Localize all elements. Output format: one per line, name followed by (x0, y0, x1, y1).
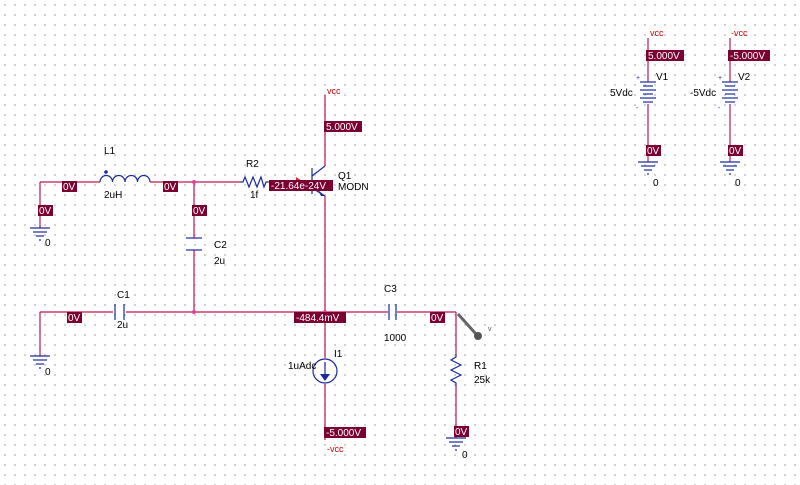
voltage-probe[interactable]: v (456, 312, 492, 340)
svg-text:0V: 0V (193, 206, 206, 217)
svg-text:0V: 0V (68, 313, 81, 324)
svg-text:-5.000V: -5.000V (730, 51, 765, 62)
ground-v1[interactable] (638, 161, 658, 175)
minus-sign-icon: - (718, 105, 721, 112)
bias-v2-bottom[interactable]: 0V (728, 145, 743, 157)
svg-text:0V: 0V (455, 427, 468, 438)
ground-label: 0 (45, 367, 51, 378)
plus-sign-icon: + (718, 75, 722, 82)
bias-emitter[interactable]: -484.4mV (294, 312, 346, 324)
c2-value: 2u (214, 256, 225, 267)
resistor-zigzag-icon (449, 354, 463, 386)
current-source-i1[interactable]: I1 1uAdc (288, 349, 343, 384)
svg-text:0V: 0V (63, 182, 76, 193)
bias-v2-top[interactable]: -5.000V (728, 50, 770, 62)
r1-ref: R1 (474, 361, 487, 372)
svg-text:0V: 0V (431, 313, 444, 324)
bias-l1-right[interactable]: 0V (163, 181, 178, 193)
svg-text:-5.000V: -5.000V (326, 428, 361, 439)
ground-label: 0 (653, 178, 659, 189)
svg-text:0V: 0V (647, 146, 660, 157)
bias-c1-left[interactable]: 0V (67, 312, 82, 324)
bias-l1-left[interactable]: 0V (62, 181, 77, 193)
r2-value: 1f (250, 190, 259, 201)
c1-value: 2u (117, 320, 128, 331)
ground-label: 0 (735, 178, 741, 189)
v2-ref: V2 (738, 72, 751, 83)
net-label-vee: -vcc (327, 444, 344, 454)
inductor-l1[interactable]: L1 2uH (99, 146, 151, 201)
current-arrow-head-icon (320, 374, 330, 381)
c3-value: 1000 (384, 333, 407, 344)
c2-ref: C2 (214, 240, 227, 251)
net-label-vcc: vcc (650, 28, 664, 38)
svg-text:5.000V: 5.000V (648, 51, 680, 62)
v1-ref: V1 (656, 72, 669, 83)
capacitor-c3[interactable]: C3 1000 (384, 284, 407, 344)
voltage-source-v1[interactable]: + - V1 5Vdc (610, 72, 669, 112)
emitter-arrow-icon (318, 190, 325, 196)
svg-text:-21.64e-24V: -21.64e-24V (271, 181, 326, 192)
ground-left-top[interactable] (30, 227, 50, 241)
q1-model: MODN (338, 182, 369, 193)
ground-label: 0 (462, 450, 468, 461)
resistor-r1[interactable]: R1 25k (449, 354, 491, 386)
v1-value: 5Vdc (610, 88, 633, 99)
r2-ref: R2 (246, 159, 259, 170)
l1-ref: L1 (104, 146, 116, 157)
svg-text:5.000V: 5.000V (326, 122, 358, 133)
polarity-dot-icon (104, 170, 108, 174)
ground-v2[interactable] (720, 161, 740, 175)
bias-c2-top[interactable]: 0V (192, 205, 207, 217)
minus-sign-icon: - (636, 105, 639, 112)
c1-ref: C1 (117, 290, 130, 301)
q1-ref: Q1 (338, 171, 352, 182)
ground-label: 0 (45, 238, 51, 249)
i1-value: 1uAdc (288, 361, 316, 372)
c3-ref: C3 (384, 284, 397, 295)
bias-vcc-top[interactable]: 5.000V (324, 121, 362, 133)
probe-stick-icon (456, 312, 478, 336)
bias-v1-bottom[interactable]: 0V (646, 145, 661, 157)
junction-c2-emitter (192, 310, 196, 314)
svg-text:0V: 0V (729, 146, 742, 157)
probe-label: v (488, 326, 492, 333)
net-label-vcc: vcc (327, 86, 341, 96)
i1-ref: I1 (334, 349, 343, 360)
bias-c3-right[interactable]: 0V (430, 312, 445, 324)
net-label-vee: -vcc (731, 28, 748, 38)
probe-tip-icon (474, 332, 482, 340)
bias-r1-bottom[interactable]: 0V (454, 426, 469, 438)
ground-r1[interactable] (446, 437, 466, 451)
capacitor-c2[interactable]: C2 2u (186, 237, 227, 267)
bias-v1-top[interactable]: 5.000V (646, 50, 684, 62)
bias-gnd-left[interactable]: 0V (38, 205, 53, 217)
svg-text:0V: 0V (164, 182, 177, 193)
ground-left-bottom[interactable] (30, 355, 50, 369)
resistor-r2[interactable]: R2 1f (240, 159, 268, 201)
plus-sign-icon: + (636, 75, 640, 82)
inductor-coil-icon (99, 174, 151, 183)
resistor-zigzag-icon (240, 175, 268, 189)
voltage-source-v2[interactable]: + - V2 -5Vdc (690, 72, 751, 112)
current-source-circle-icon (312, 358, 338, 384)
bias-q1-base[interactable]: -21.64e-24V (269, 180, 333, 192)
svg-text:0V: 0V (39, 206, 52, 217)
capacitor-c1[interactable]: C1 2u (114, 290, 130, 331)
svg-text:-484.4mV: -484.4mV (296, 313, 340, 324)
l1-value: 2uH (104, 190, 122, 201)
r1-value: 25k (474, 375, 491, 386)
junction-base-node (192, 180, 196, 184)
v2-value: -5Vdc (690, 88, 716, 99)
bias-vee-bottom[interactable]: -5.000V (324, 427, 366, 439)
transistor-collector-icon (311, 165, 326, 177)
